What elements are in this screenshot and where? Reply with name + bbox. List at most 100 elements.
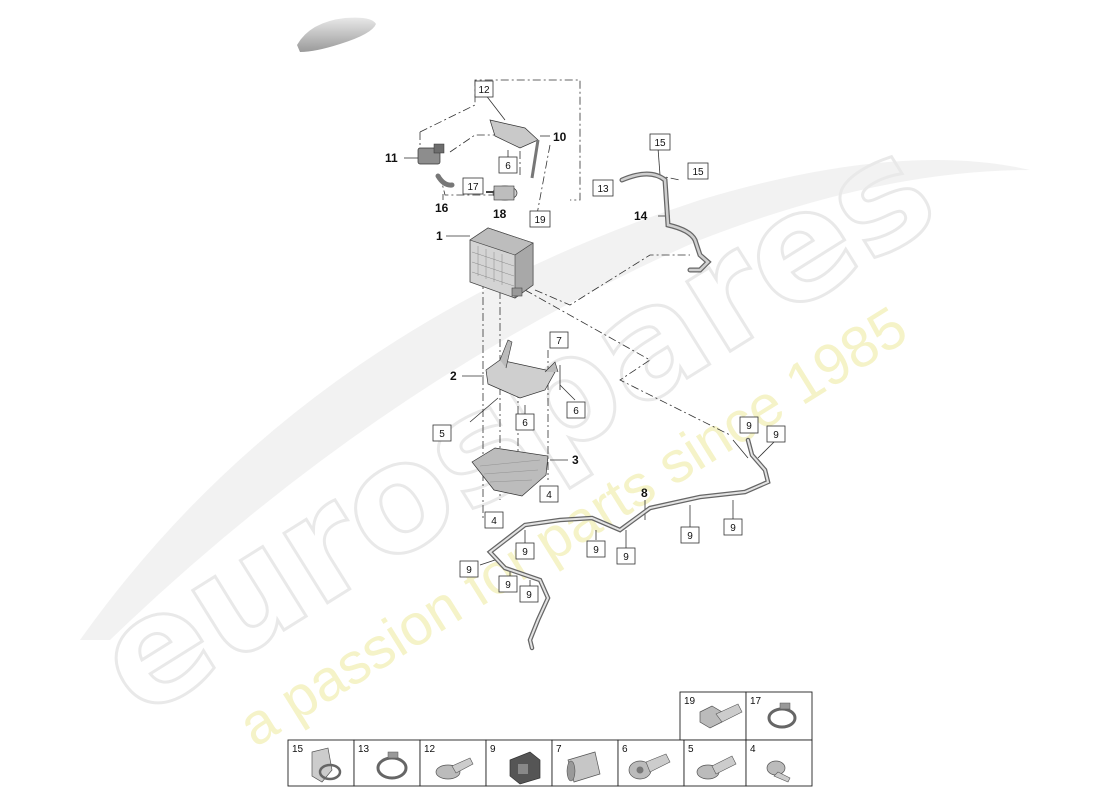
callout-box-9[interactable]: 9 — [616, 547, 636, 565]
svg-text:9: 9 — [466, 565, 472, 576]
callout-8[interactable]: 8 — [641, 486, 648, 500]
callout-box-13[interactable]: 13 — [592, 179, 614, 197]
callout-box-9[interactable]: 9 — [498, 575, 518, 593]
callout-box-9[interactable]: 9 — [515, 542, 535, 560]
callout-box-6[interactable]: 6 — [498, 156, 518, 174]
svg-text:5: 5 — [439, 429, 445, 440]
legend-cell[interactable]: 5 — [683, 739, 747, 787]
svg-text:12: 12 — [424, 744, 436, 755]
callout-box-7[interactable]: 7 — [549, 331, 569, 349]
callout-14[interactable]: 14 — [634, 209, 648, 223]
fuel-vapor-line[interactable] — [486, 437, 771, 651]
legend-cell[interactable]: 4 — [745, 739, 813, 787]
svg-text:19: 19 — [534, 215, 546, 226]
legend-cell[interactable]: 15 — [287, 739, 355, 787]
short-hose[interactable] — [435, 173, 455, 188]
svg-text:6: 6 — [505, 161, 511, 172]
callout-16[interactable]: 16 — [435, 201, 449, 215]
svg-text:9: 9 — [593, 545, 599, 556]
svg-text:15: 15 — [654, 138, 666, 149]
svg-text:12: 12 — [478, 85, 490, 96]
pan-screw-icon — [766, 760, 791, 783]
svg-text:9: 9 — [526, 590, 532, 601]
svg-text:6: 6 — [522, 418, 528, 429]
air-filter[interactable] — [486, 185, 518, 201]
legend-cell[interactable]: 6 — [617, 739, 685, 787]
callout-11[interactable]: 11 — [385, 151, 398, 165]
callout-18[interactable]: 18 — [493, 207, 507, 221]
svg-text:19: 19 — [684, 696, 696, 707]
svg-text:9: 9 — [730, 523, 736, 534]
legend-cell[interactable]: 9 — [485, 739, 553, 787]
spacer-sleeve-icon — [566, 751, 601, 783]
svg-text:15: 15 — [692, 167, 704, 178]
svg-text:9: 9 — [623, 552, 629, 563]
callout-box-19[interactable]: 19 — [529, 210, 551, 228]
washer-screw-icon — [696, 755, 737, 780]
callout-box-9[interactable]: 9 — [586, 540, 606, 558]
callout-box-6[interactable]: 6 — [566, 401, 586, 419]
callout-box-9[interactable]: 9 — [680, 526, 700, 544]
callout-2[interactable]: 2 — [450, 369, 457, 383]
legend-cell[interactable]: 12 — [419, 739, 487, 787]
callout-box-9[interactable]: 9 — [739, 416, 759, 434]
callout-10[interactable]: 10 — [553, 130, 567, 144]
watermark-logo: eurospares — [67, 100, 964, 750]
svg-text:9: 9 — [522, 547, 528, 558]
svg-text:7: 7 — [556, 744, 562, 755]
solid-leaders — [404, 93, 777, 588]
callout-box-12[interactable]: 12 — [474, 80, 494, 98]
bracket-clip-icon — [311, 747, 342, 783]
svg-text:9: 9 — [773, 430, 779, 441]
svg-text:6: 6 — [573, 406, 579, 417]
svg-text:9: 9 — [490, 744, 496, 755]
hose-clamp-icon — [376, 751, 408, 780]
watermark-swoosh — [80, 160, 1030, 640]
callout-box-4[interactable]: 4 — [539, 485, 559, 503]
charcoal-canister[interactable] — [469, 227, 534, 299]
callout-box-5[interactable]: 5 — [432, 424, 452, 442]
clip-nut-icon — [509, 751, 541, 785]
hose-clamp-icon — [767, 702, 797, 729]
boxed-callouts: 12 6 17 19 13 15 15 7 5 6 6 4 4 9 9 9 9 … — [432, 80, 786, 603]
protective-shield[interactable] — [471, 447, 549, 497]
svg-text:4: 4 — [546, 490, 552, 501]
svg-text:9: 9 — [687, 531, 693, 542]
legend-cell[interactable]: 7 — [551, 739, 619, 787]
callout-box-17[interactable]: 17 — [462, 177, 484, 195]
svg-text:17: 17 — [750, 696, 762, 707]
callout-box-6[interactable]: 6 — [515, 413, 535, 431]
callout-box-9[interactable]: 9 — [766, 425, 786, 443]
callout-box-15[interactable]: 15 — [687, 162, 709, 180]
callout-box-15[interactable]: 15 — [649, 133, 671, 151]
legend-cell[interactable]: 19 — [679, 691, 747, 741]
svg-text:4: 4 — [491, 516, 497, 527]
svg-text:5: 5 — [688, 744, 694, 755]
callout-box-4[interactable]: 4 — [484, 511, 504, 529]
svg-text:13: 13 — [358, 744, 370, 755]
svg-text:6: 6 — [622, 744, 628, 755]
svg-text:9: 9 — [746, 421, 752, 432]
svg-text:15: 15 — [292, 744, 304, 755]
legend-cell[interactable]: 13 — [353, 739, 421, 787]
callout-box-9[interactable]: 9 — [459, 560, 479, 578]
callout-box-9[interactable]: 9 — [519, 585, 539, 603]
svg-text:9: 9 — [505, 580, 511, 591]
flange-screw-icon — [435, 757, 474, 780]
callout-3[interactable]: 3 — [572, 453, 579, 467]
vent-pipe[interactable] — [619, 171, 712, 273]
svg-text:13: 13 — [597, 184, 609, 195]
hex-bolt-icon — [699, 703, 743, 729]
callout-1[interactable]: 1 — [436, 229, 443, 243]
legend-cell[interactable]: 17 — [745, 691, 813, 741]
purge-valve[interactable] — [417, 143, 445, 165]
callout-box-9[interactable]: 9 — [723, 518, 743, 536]
parts-legend: 19 17 15 13 — [287, 691, 813, 787]
svg-text:17: 17 — [467, 182, 479, 193]
valve-bracket[interactable] — [489, 119, 540, 179]
svg-text:4: 4 — [750, 744, 756, 755]
torx-bolt-icon — [628, 753, 671, 780]
canister-bracket[interactable] — [485, 339, 559, 399]
svg-text:7: 7 — [556, 336, 562, 347]
